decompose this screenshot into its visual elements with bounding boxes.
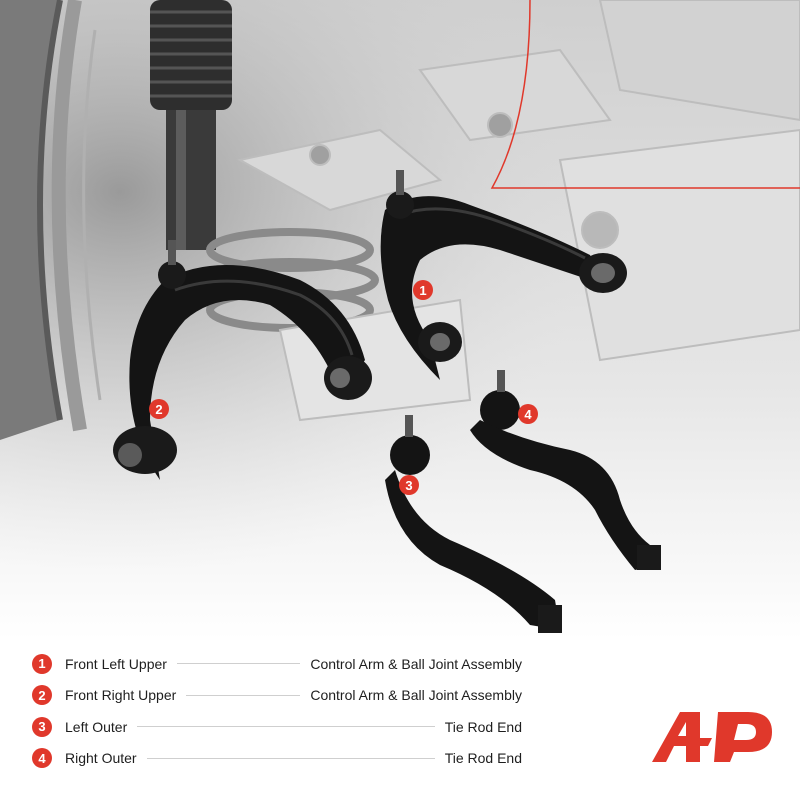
legend-row-2: 2 Front Right Upper Control Arm & Ball J…	[32, 680, 522, 712]
tire-icon	[0, 0, 102, 440]
marker-4: 4	[518, 404, 538, 424]
control-arm-front-right-upper	[113, 240, 372, 480]
legend-label: Front Right Upper	[65, 687, 177, 704]
background-photo	[0, 0, 800, 640]
legend-divider	[176, 663, 301, 665]
legend-label: Front Left Upper	[65, 655, 167, 672]
legend-description: Control Arm & Ball Joint Assembly	[310, 655, 522, 672]
legend-row-3: 3 Left Outer Tie Rod End	[32, 711, 522, 743]
legend-number: 4	[32, 748, 52, 769]
legend-description: Tie Rod End	[444, 750, 522, 767]
legend-number: 3	[32, 716, 52, 737]
legend-label: Right Outer	[65, 750, 137, 767]
legend-row-1: 1 Front Left Upper Control Arm & Ball Jo…	[32, 648, 522, 680]
brand-logo-icon	[652, 712, 772, 762]
marker-2: 2	[149, 399, 169, 419]
parts-legend: 1 Front Left Upper Control Arm & Ball Jo…	[32, 648, 522, 774]
marker-1: 1	[413, 280, 433, 300]
accent-curve	[490, 0, 800, 189]
legend-number: 1	[32, 653, 52, 674]
control-arm-front-left-upper	[380, 170, 627, 380]
tie-rod-end-left-outer	[385, 415, 562, 633]
legend-description: Tie Rod End	[444, 718, 522, 735]
legend-description: Control Arm & Ball Joint Assembly	[310, 687, 522, 704]
legend-label: Left Outer	[65, 718, 128, 735]
legend-row-4: 4 Right Outer Tie Rod End	[32, 743, 522, 775]
legend-number: 2	[32, 685, 52, 706]
marker-3: 3	[399, 475, 419, 495]
legend-divider	[186, 694, 301, 696]
legend-divider	[137, 726, 435, 728]
tie-rod-end-right-outer	[470, 370, 661, 570]
legend-divider	[146, 757, 435, 759]
